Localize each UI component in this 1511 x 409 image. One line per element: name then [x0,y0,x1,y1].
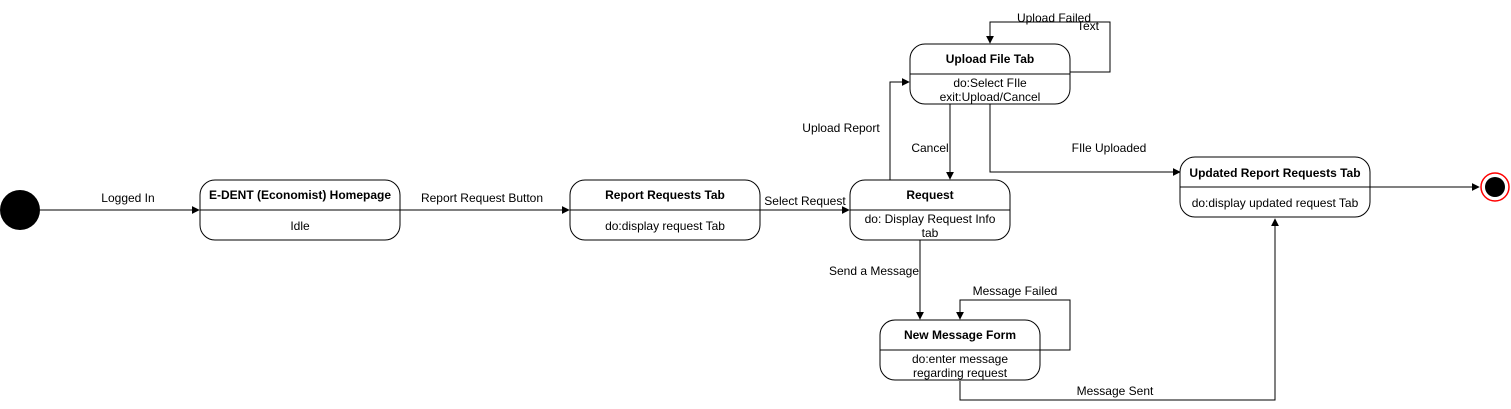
state-line: tab [922,226,939,240]
label-message-sent: Message Sent [1077,384,1154,398]
state-updated-report: Updated Report Requests Tab do:display u… [1179,156,1371,218]
state-request: Request do: Display Request Info tab [849,179,1011,241]
edges [40,21,1480,401]
label-send-message: Send a Message [829,264,919,278]
state-title: Updated Report Requests Tab [1189,166,1360,180]
final-state [1480,172,1510,202]
label-select-request: Select Request [764,194,846,208]
state-line: do:Select FIle [953,76,1027,90]
edge-message-sent [959,218,1279,401]
state-new-message: New Message Form do:enter message regard… [879,319,1041,381]
state-title: Request [906,188,953,202]
state-line: do:enter message [912,352,1008,366]
label-upload-failed: Upload Failed [1017,11,1091,25]
state-line: do: Display Request Info [865,212,996,226]
label-report-request-button: Report Request Button [421,191,543,205]
state-report-requests: Report Requests Tab do:display request T… [569,179,761,241]
edge-labels: Logged In Report Request Button Select R… [101,11,1154,398]
state-line: regarding request [913,366,1008,380]
edge-upload-report [889,78,910,180]
edge-file-uploaded [989,104,1181,176]
state-line: Idle [290,219,310,233]
label-logged-in: Logged In [101,191,154,205]
annotation-text: Text [1077,19,1100,33]
edge-message-failed [956,299,1071,351]
edge-upload-failed [986,21,1111,73]
state-line: exit:Upload/Cancel [940,90,1041,104]
state-homepage: E-DENT (Economist) Homepage Idle [199,179,401,241]
label-file-uploaded: FIle Uploaded [1072,141,1147,155]
state-title: New Message Form [904,328,1016,342]
label-cancel: Cancel [911,141,948,155]
state-line: do:display updated request Tab [1192,196,1359,210]
label-message-failed: Message Failed [973,284,1058,298]
state-title: E-DENT (Economist) Homepage [209,188,391,202]
state-title: Report Requests Tab [605,188,725,202]
state-line: do:display request Tab [605,219,725,233]
initial-state [0,190,40,230]
label-upload-report: Upload Report [802,121,880,135]
state-title: Upload File Tab [946,52,1034,66]
state-upload-file: Upload File Tab do:Select FIle exit:Uplo… [909,43,1071,105]
